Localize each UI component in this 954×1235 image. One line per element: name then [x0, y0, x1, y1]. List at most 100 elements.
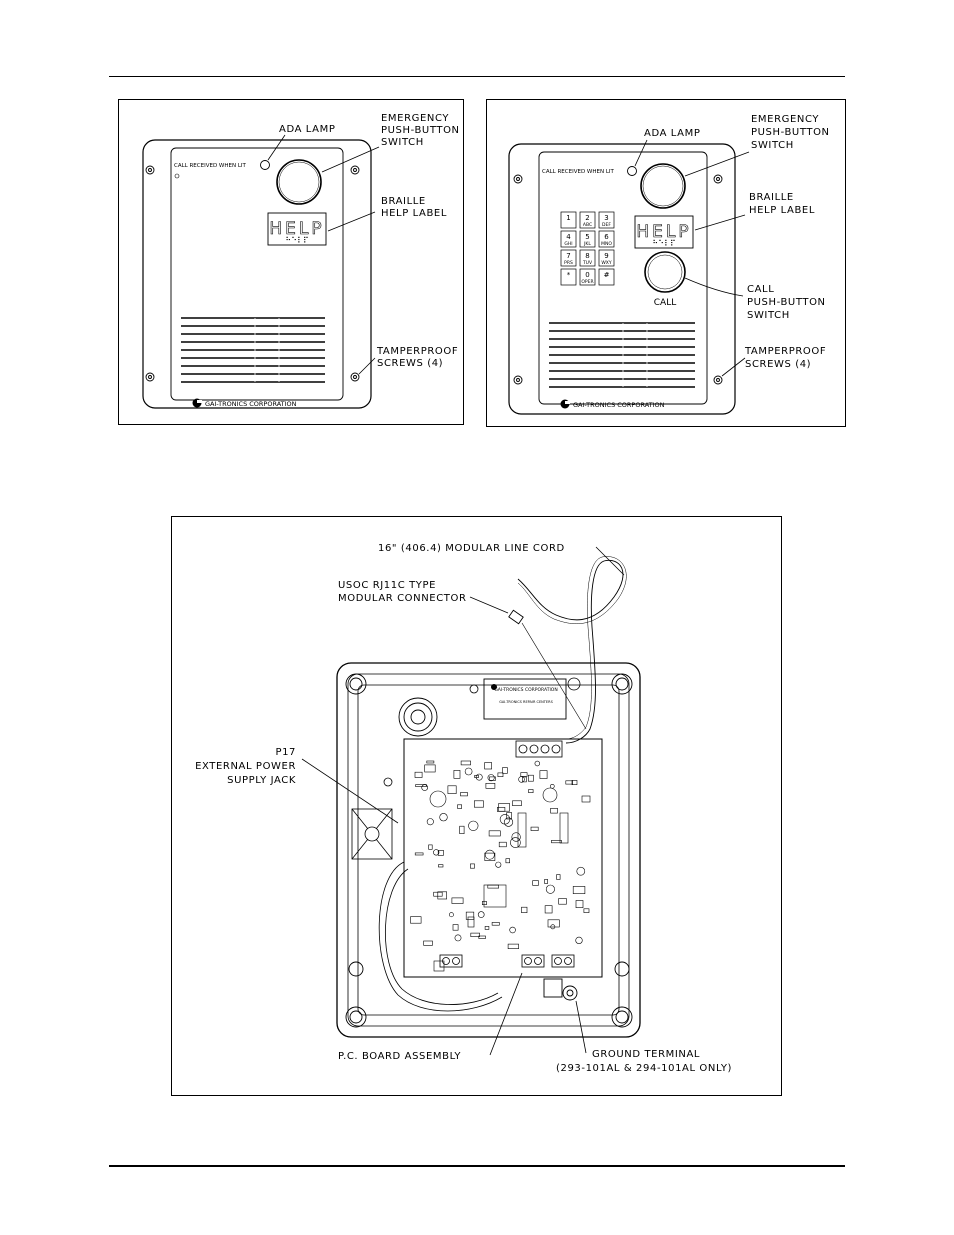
help-text: HELP	[269, 219, 324, 239]
pcb-part	[581, 795, 591, 803]
pcb-part	[507, 943, 519, 950]
pcb-part	[550, 807, 558, 814]
enclosure-inner	[357, 684, 620, 1016]
pcb-capacitor	[509, 926, 516, 934]
pcb-capacitor	[487, 774, 495, 782]
pcb-large-capacitor	[429, 790, 447, 808]
pcb-ic	[433, 960, 445, 972]
pcb-part	[470, 863, 475, 869]
usoc-label-1: USOC RJ11C TYPE	[338, 580, 436, 591]
keypad-key[interactable]: *	[560, 268, 577, 286]
pcb-part	[414, 771, 423, 778]
enclosure-gasket	[347, 673, 630, 1027]
pcb-part	[426, 760, 435, 764]
pcb-capacitor	[464, 767, 473, 776]
pcb-part	[506, 812, 513, 820]
small-mark	[174, 173, 180, 179]
pcb-capacitor	[468, 820, 479, 831]
pcb-part	[478, 935, 486, 939]
header-rule	[109, 76, 845, 77]
pcb-part	[485, 782, 496, 789]
keypad-letters: GHI	[564, 241, 572, 247]
pcb-part	[452, 924, 459, 931]
ada-lamp	[627, 166, 637, 176]
pcb-part	[530, 826, 539, 831]
pcb-part	[544, 879, 549, 884]
emergency-label-3: SWITCH	[381, 137, 424, 148]
faceplate-inner	[538, 151, 708, 405]
braille-label-1: BRAILLE	[749, 192, 794, 203]
keypad-letters: DEF	[602, 222, 611, 228]
pcb-part	[437, 849, 444, 856]
pcb-part	[414, 852, 424, 856]
keypad-key[interactable]: 1	[560, 211, 577, 229]
pcb-part	[488, 830, 501, 837]
pcb-part	[447, 785, 457, 794]
keypad-key[interactable]: #	[598, 268, 615, 286]
keypad-digit: 3	[604, 214, 608, 222]
keypad-digit: #	[604, 271, 610, 279]
keypad-digit: *	[567, 271, 571, 279]
p17-label-2: EXTERNAL POWER	[195, 761, 296, 772]
speaker-grille	[549, 322, 695, 388]
pcb-part	[551, 839, 562, 844]
pcb-part	[498, 841, 507, 848]
keypad-digit: 9	[604, 252, 608, 260]
usoc-label-2: MODULAR CONNECTOR	[338, 593, 467, 604]
line-cord-label: 16" (406.4) MODULAR LINE CORD	[378, 543, 565, 554]
keypad-letters: OPER	[581, 279, 593, 285]
keypad-digit: 0	[585, 271, 589, 279]
modular-connector	[508, 609, 524, 625]
pcb-capacitor	[454, 934, 462, 942]
pcb-capacitor	[576, 866, 586, 876]
pcb-part	[520, 772, 528, 777]
pcb-part	[481, 901, 487, 905]
ground-label-2: (293-101AL & 294-101AL ONLY)	[556, 1063, 732, 1074]
call-received-text: CALL RECEIVED WHEN LIT	[174, 163, 247, 169]
faceplate-outline	[508, 143, 736, 415]
pcb-part	[491, 922, 500, 926]
company-name: GAI-TRONICS CORPORATION	[573, 401, 665, 409]
call-button	[644, 251, 686, 293]
figure-a-frame: CALL RECEIVED WHEN LIT HELP ⠓⠑⠇⠏ GAI-TRO…	[118, 99, 464, 425]
tamper-label-1: TAMPERPROOF	[376, 346, 458, 357]
pcb-part	[451, 897, 464, 904]
tamper-label-2: SCREWS (4)	[745, 359, 811, 370]
knockout	[351, 808, 393, 860]
pcb-part	[460, 760, 471, 766]
pcb-part	[544, 905, 553, 914]
ada-lamp	[260, 160, 270, 170]
pcb-part	[453, 770, 461, 779]
pcb-ic	[559, 812, 569, 844]
company-logo	[192, 398, 202, 408]
braille-text: ⠓⠑⠇⠏	[285, 236, 308, 245]
plate-text-1: GAI-TRONICS CORPORATION	[494, 687, 557, 693]
plate-text-2: GAI-TRONICS REPAIR CENTERS	[499, 700, 553, 704]
pcb-capacitor	[511, 832, 521, 842]
pcb-label: P.C. BOARD ASSEMBLY	[338, 1051, 461, 1062]
call-label-1: CALL	[747, 284, 774, 295]
pcb-part	[556, 874, 561, 880]
pcb-part	[512, 800, 522, 806]
pcb-part	[423, 940, 433, 946]
pcb-part	[438, 864, 444, 868]
keypad-letters: ABC	[583, 222, 592, 228]
pcb-part	[484, 926, 490, 930]
pcb-part	[521, 776, 527, 783]
faceplate-inner	[170, 147, 344, 401]
pcb-capacitor	[545, 884, 555, 894]
p17-label-1: P17	[275, 747, 296, 758]
pcb-part	[505, 858, 510, 864]
figure-a-drawing: CALL RECEIVED WHEN LIT HELP ⠓⠑⠇⠏ GAI-TRO…	[142, 113, 459, 409]
